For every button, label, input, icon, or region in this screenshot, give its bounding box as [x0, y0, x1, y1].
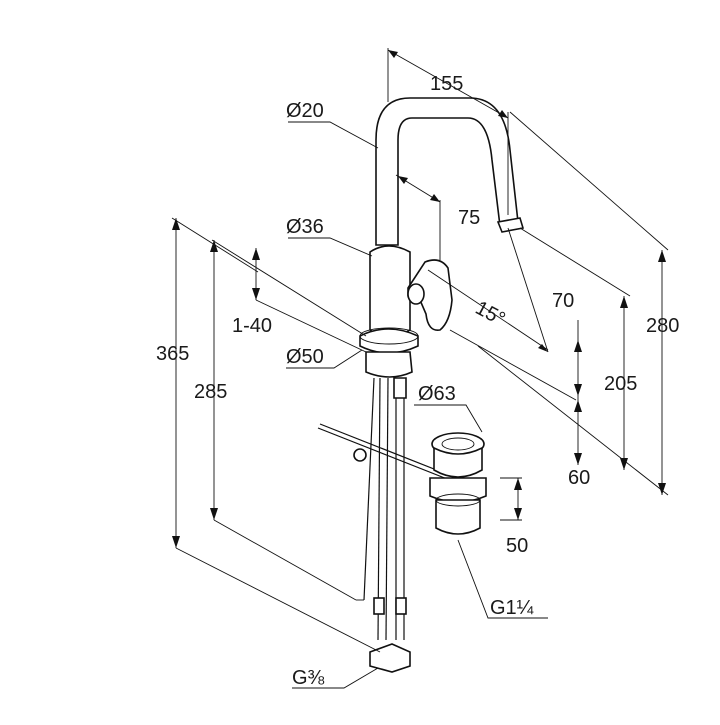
label-base-diameter: Ø50	[286, 346, 324, 368]
label-body-diameter: Ø36	[286, 216, 324, 238]
label-spout-reach: 155	[430, 73, 463, 95]
label-waste-50: 50	[506, 535, 528, 557]
dimension-labels: 155 Ø20 75 Ø36 15° 70 280 205 1-40 Ø50 3…	[156, 73, 679, 689]
label-deck-thickness: 1-40	[232, 315, 272, 337]
spout-tube	[375, 97, 519, 246]
label-hose-285: 285	[194, 381, 227, 403]
label-lever-offset: 75	[458, 207, 480, 229]
label-waste-diameter: Ø63	[418, 383, 456, 405]
label-hose-thread: G⅜	[292, 667, 325, 689]
waste-valve	[429, 432, 487, 535]
spout-outlet	[496, 217, 525, 233]
label-outlet-height: 205	[604, 373, 637, 395]
supply-hose-1	[377, 377, 381, 641]
label-lever-angle: 15°	[472, 297, 509, 331]
mounting-clamp	[365, 351, 413, 378]
supply-hose-2	[385, 377, 389, 641]
label-overall-365: 365	[156, 343, 189, 365]
label-spout-diameter: Ø20	[286, 100, 324, 122]
dimension-lines	[171, 48, 669, 689]
arrowheads	[172, 50, 666, 548]
hose-fitting	[369, 643, 411, 673]
faucet-body	[317, 97, 525, 673]
label-clearance-70: 70	[552, 290, 574, 312]
label-total-height: 280	[646, 315, 679, 337]
body-cylinder	[369, 245, 411, 337]
label-waste-thread: G1¼	[490, 597, 534, 619]
base-flange	[359, 328, 419, 354]
label-waste-60: 60	[568, 467, 590, 489]
lever-hub	[407, 283, 425, 305]
